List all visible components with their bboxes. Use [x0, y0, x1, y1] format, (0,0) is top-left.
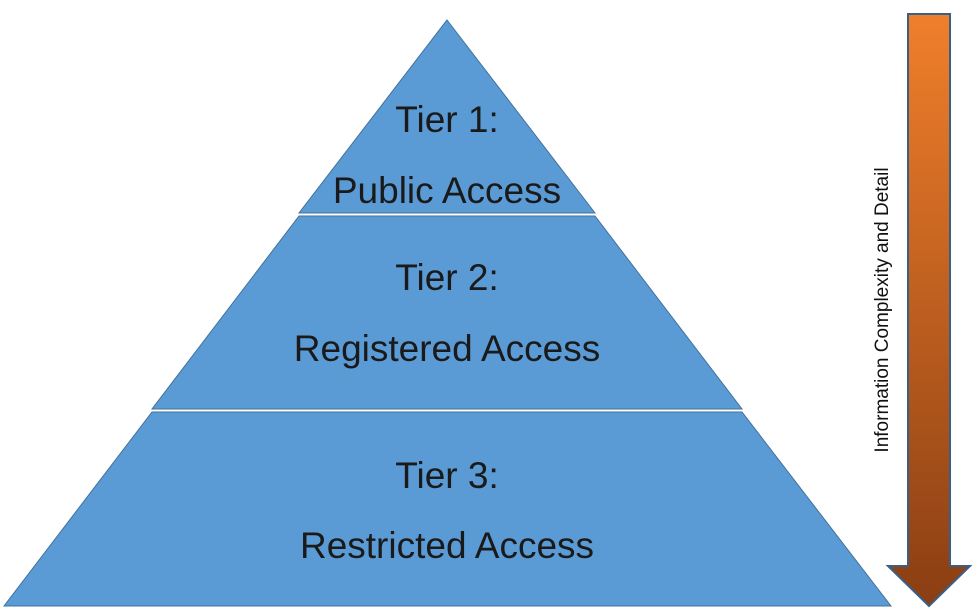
tier-1-title: Tier 1: [395, 99, 498, 140]
tier-1-band [297, 19, 597, 214]
tier-2-title: Tier 2: [395, 257, 498, 298]
pyramid [2, 19, 893, 607]
tier-1-subtitle: Public Access [333, 170, 561, 211]
tier-3-subtitle: Restricted Access [300, 525, 594, 566]
tier-3-title: Tier 3: [395, 455, 498, 496]
tier-2-band [150, 215, 744, 410]
tier-2-subtitle: Registered Access [294, 328, 600, 369]
complexity-axis-label: Information Complexity and Detail [872, 167, 893, 452]
complexity-arrow [885, 13, 973, 608]
tier-3-label: Tier 3: Restricted Access [300, 455, 594, 566]
tier-1-label: Tier 1: Public Access [333, 99, 561, 211]
down-arrow-icon [885, 13, 973, 608]
tier-2-label: Tier 2: Registered Access [294, 257, 600, 369]
tier-3-band [2, 411, 893, 607]
